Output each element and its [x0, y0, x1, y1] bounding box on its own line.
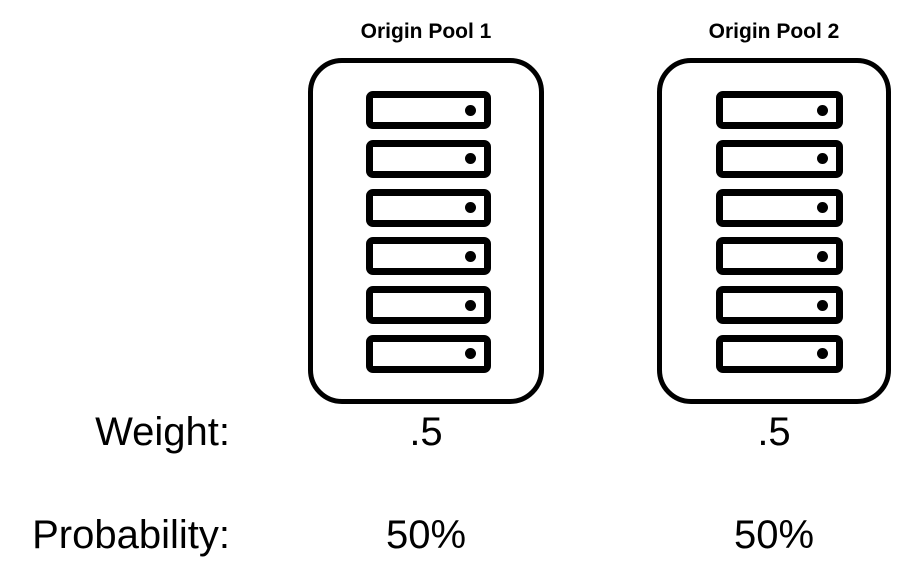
server-icon [716, 286, 843, 325]
server-icon [366, 188, 491, 227]
probability-value-pool-1: 50% [385, 513, 467, 557]
server-icon [366, 237, 491, 276]
pool-title-1: Origin Pool 1 [360, 20, 492, 43]
server-icon [716, 237, 843, 276]
server-status-led-icon [817, 299, 828, 311]
server-stack-pool-1 [366, 91, 491, 373]
server-icon [366, 286, 491, 325]
server-icon [366, 91, 491, 129]
server-status-led-icon [465, 348, 476, 360]
server-status-led-icon [817, 153, 828, 165]
pool-title-2: Origin Pool 2 [708, 20, 840, 43]
server-status-led-icon [817, 104, 828, 116]
probability-value-pool-2: 50% [733, 513, 815, 557]
origin-pool-2-container [657, 58, 891, 404]
server-status-led-icon [817, 348, 828, 360]
probability-row-label: Probability: [32, 513, 230, 557]
server-icon [716, 139, 843, 178]
server-status-led-icon [465, 202, 476, 214]
server-status-led-icon [817, 250, 828, 262]
weight-value-pool-1: .5 [409, 410, 443, 454]
server-status-led-icon [465, 299, 476, 311]
server-stack-pool-2 [716, 91, 843, 373]
server-icon [366, 334, 491, 373]
origin-pool-1-container [308, 58, 544, 404]
server-status-led-icon [465, 250, 476, 262]
server-icon [716, 188, 843, 227]
server-status-led-icon [465, 104, 476, 116]
server-status-led-icon [465, 153, 476, 165]
weight-row-label: Weight: [95, 410, 230, 454]
server-icon [716, 91, 843, 129]
server-status-led-icon [817, 202, 828, 214]
weight-value-pool-2: .5 [757, 410, 791, 454]
server-icon [366, 139, 491, 178]
server-icon [716, 334, 843, 373]
